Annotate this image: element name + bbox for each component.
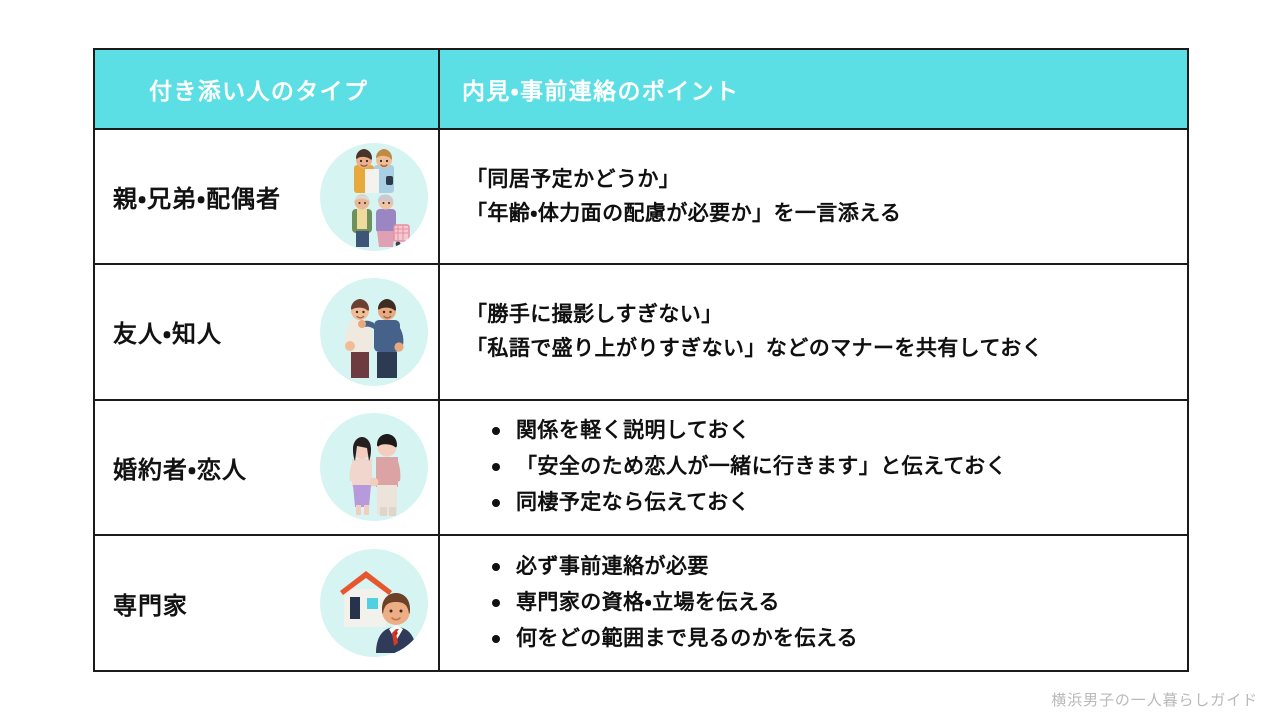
table-row: 専門家 bbox=[93, 534, 1189, 672]
couple-illustration bbox=[320, 413, 428, 522]
header-cell-type: 付き添い人のタイプ bbox=[93, 48, 440, 130]
header-cell-points: 内見・事前連絡のポイント bbox=[438, 48, 1189, 130]
header-label-type: 付き添い人のタイプ bbox=[149, 78, 369, 104]
real-estate-agent-with-house-illustration bbox=[320, 549, 428, 658]
point-bullet: 何をどの範囲まで見るのかを伝える bbox=[492, 621, 1171, 657]
table-body: 親・兄弟・配偶者 bbox=[93, 127, 1189, 672]
point-bullet: 「安全のため恋人が一緒に行きます」と伝えておく bbox=[492, 449, 1171, 485]
point-bullet: 必ず事前連絡が必要 bbox=[492, 549, 1171, 585]
watermark: 横浜男子の一人暮らしガイド bbox=[1051, 692, 1258, 709]
points-bullet-list: 関係を軽く説明しておく 「安全のため恋人が一緒に行きます」と伝えておく 同棲予定… bbox=[466, 413, 1171, 521]
point-bullet: 同棲予定なら伝えておく bbox=[492, 485, 1171, 521]
comparison-table-container: 付き添い人のタイプ 内見・事前連絡のポイント 親・兄弟・配偶者 bbox=[93, 48, 1189, 672]
type-label: 婚約者・恋人 bbox=[113, 456, 247, 484]
family-parents-siblings-spouse-illustration bbox=[320, 142, 428, 251]
table-row: 親・兄弟・配偶者 bbox=[93, 127, 1189, 266]
type-cell: 親・兄弟・配偶者 bbox=[93, 127, 440, 266]
type-cell: 婚約者・恋人 bbox=[93, 398, 440, 537]
type-cell: 専門家 bbox=[93, 534, 440, 672]
points-cell: 必ず事前連絡が必要 専門家の資格・立場を伝える 何をどの範囲まで見るのかを伝える bbox=[438, 534, 1189, 672]
point-line: 「年齢・体力面の配慮が必要か」を一言添える bbox=[466, 201, 902, 225]
points-cell: 「勝手に撮影しすぎない」 「私語で盛り上がりすぎない」などのマナーを共有しておく bbox=[438, 263, 1189, 401]
table-row: 婚約者・恋人 bbox=[93, 398, 1189, 537]
points-bullet-list: 必ず事前連絡が必要 専門家の資格・立場を伝える 何をどの範囲まで見るのかを伝える bbox=[466, 549, 1171, 657]
point-bullet: 関係を軽く説明しておく bbox=[492, 413, 1171, 449]
table-row: 友人・知人 bbox=[93, 263, 1189, 401]
point-line: 「私語で盛り上がりすぎない」などのマナーを共有しておく bbox=[466, 336, 1044, 360]
type-label: 専門家 bbox=[113, 592, 188, 620]
point-bullet: 専門家の資格・立場を伝える bbox=[492, 585, 1171, 621]
two-friends-illustration bbox=[320, 277, 428, 386]
point-line: 「同居予定かどうか」 bbox=[466, 167, 681, 191]
table-header: 付き添い人のタイプ 内見・事前連絡のポイント bbox=[93, 48, 1189, 130]
type-label: 友人・知人 bbox=[113, 321, 222, 349]
points-cell: 関係を軽く説明しておく 「安全のため恋人が一緒に行きます」と伝えておく 同棲予定… bbox=[438, 398, 1189, 537]
points-cell: 「同居予定かどうか」 「年齢・体力面の配慮が必要か」を一言添える bbox=[438, 127, 1189, 266]
header-row: 付き添い人のタイプ 内見・事前連絡のポイント bbox=[93, 48, 1189, 130]
type-cell: 友人・知人 bbox=[93, 263, 440, 401]
point-line: 「勝手に撮影しすぎない」 bbox=[466, 302, 723, 326]
type-label: 親・兄弟・配偶者 bbox=[113, 186, 281, 214]
header-label-points: 内見・事前連絡のポイント bbox=[462, 78, 740, 104]
companion-type-table: 付き添い人のタイプ 内見・事前連絡のポイント 親・兄弟・配偶者 bbox=[93, 48, 1189, 672]
